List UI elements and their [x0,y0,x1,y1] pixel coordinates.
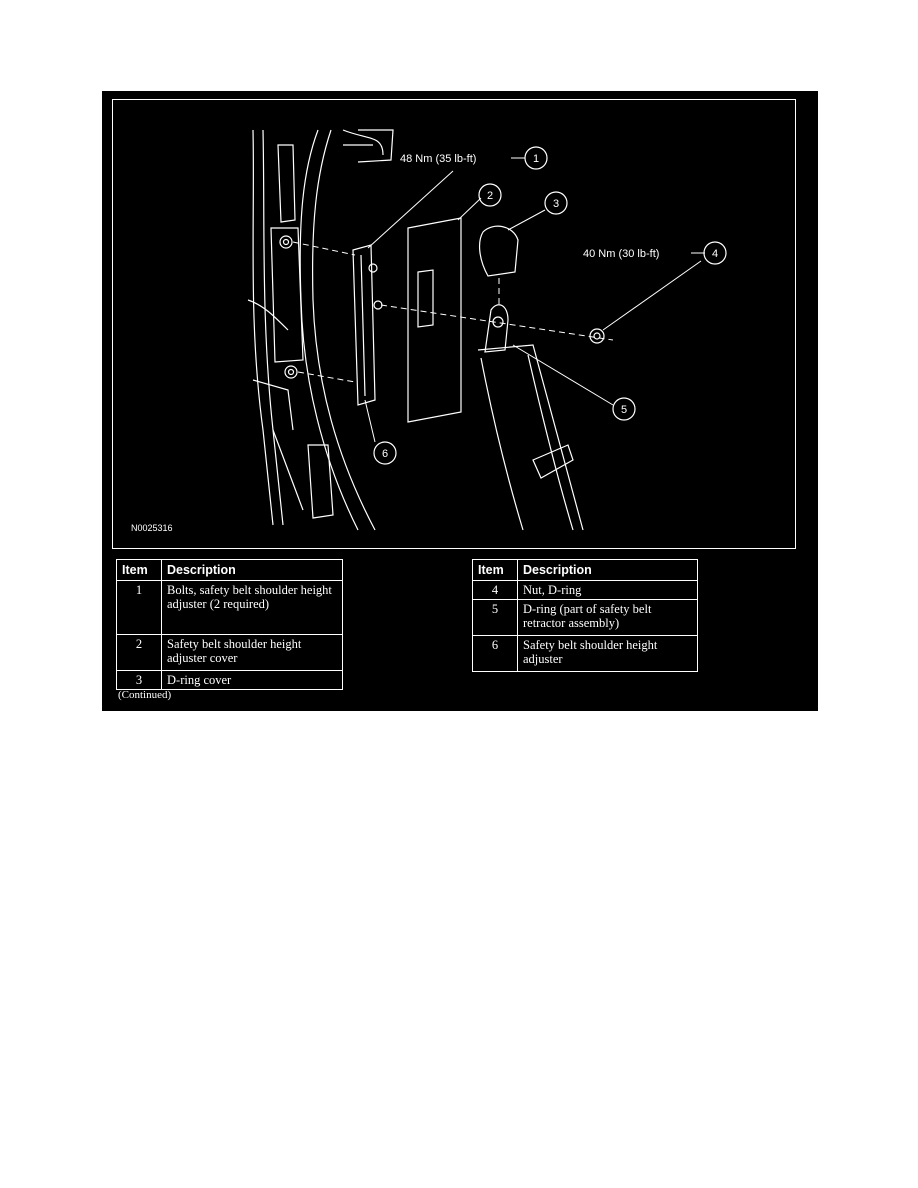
legend-table-left: Item Description 1 Bolts, safety belt sh… [116,559,343,690]
callout-5-label: 5 [621,404,627,416]
table-row: 1 Bolts, safety belt shoulder height adj… [116,580,343,635]
header-description: Description [517,559,698,581]
legend-header-row: Item Description [472,559,698,581]
item-number: 1 [116,580,162,635]
callout-1-label: 1 [533,153,539,165]
figure-panel: 48 Nm (35 lb-ft) 40 Nm (30 lb-ft) 1 2 3 … [102,91,818,711]
body-pillar-linework [247,129,605,531]
table-row: 3 D-ring cover [116,670,343,690]
item-description: D-ring (part of safety belt retractor as… [517,599,698,636]
callout-2: 2 [478,183,502,207]
header-item: Item [472,559,518,581]
item-number: 6 [472,635,518,672]
callout-4-label: 4 [712,248,718,260]
exploded-view-diagram: 48 Nm (35 lb-ft) 40 Nm (30 lb-ft) 1 2 3 … [112,99,796,549]
item-number: 2 [116,634,162,671]
continued-note: (Continued) [118,689,172,701]
table-row: 2 Safety belt shoulder height adjuster c… [116,634,343,671]
legend-header-row: Item Description [116,559,343,581]
legend-table-right: Item Description 4 Nut, D-ring 5 D-ring … [472,559,698,672]
item-number: 5 [472,599,518,636]
torque-label-1: 48 Nm (35 lb-ft) [400,153,476,165]
figure-reference-code: N0025316 [131,523,173,533]
item-number: 3 [116,670,162,690]
item-description: Bolts, safety belt shoulder height adjus… [161,580,343,635]
diagram-drawing: 48 Nm (35 lb-ft) 40 Nm (30 lb-ft) 1 2 3 … [131,129,727,533]
header-item: Item [116,559,162,581]
table-row: 6 Safety belt shoulder height adjuster [472,635,698,672]
torque-label-4: 40 Nm (30 lb-ft) [583,248,659,260]
item-number: 4 [472,580,518,600]
callout-4: 4 [703,241,727,265]
header-description: Description [161,559,343,581]
callout-2-label: 2 [487,190,493,202]
callout-5: 5 [612,397,636,421]
callout-6-label: 6 [382,448,388,460]
callout-3-label: 3 [553,198,559,210]
item-description: Nut, D-ring [517,580,698,600]
item-description: D-ring cover [161,670,343,690]
leader-lines [364,157,705,443]
item-description: Safety belt shoulder height adjuster cov… [161,634,343,671]
table-row: 4 Nut, D-ring [472,580,698,600]
callout-3: 3 [544,191,568,215]
callout-1: 1 [524,146,548,170]
callout-6: 6 [373,441,397,465]
table-row: 5 D-ring (part of safety belt retractor … [472,599,698,636]
item-description: Safety belt shoulder height adjuster [517,635,698,672]
alignment-lines [292,241,614,383]
